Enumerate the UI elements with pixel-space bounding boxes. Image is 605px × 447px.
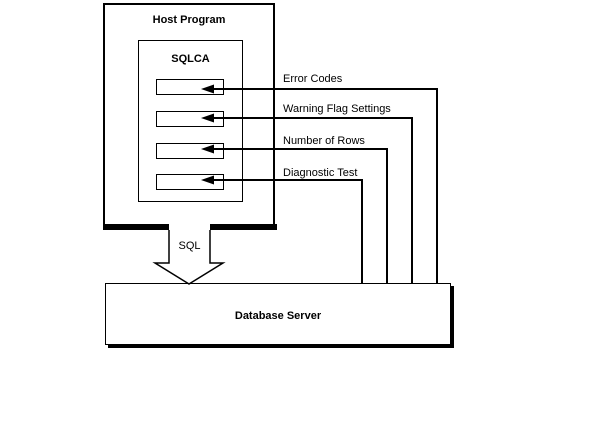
database-server-box xyxy=(105,283,451,345)
connector-label-diagnostic-test: Diagnostic Test xyxy=(283,167,358,179)
host-box-bottom-edge-left xyxy=(103,224,169,230)
sqlca-slot-error-codes xyxy=(156,79,224,95)
sqlca-slot-diagnostic-test xyxy=(156,174,224,190)
host-box-bottom-edge-right xyxy=(210,224,277,230)
connector-label-error-codes: Error Codes xyxy=(283,73,343,85)
connector-label-number-of-rows: Number of Rows xyxy=(283,135,365,147)
host-program-title: Host Program xyxy=(152,14,226,26)
database-server-title: Database Server xyxy=(234,310,322,322)
sql-block-arrow-icon xyxy=(152,230,226,285)
sqlca-title: SQLCA xyxy=(171,53,210,65)
sqlca-slot-number-of-rows xyxy=(156,143,224,159)
sql-arrow-label: SQL xyxy=(178,240,201,252)
sqlca-slot-warning-flags xyxy=(156,111,224,127)
connector-label-warning-flag-settings: Warning Flag Settings xyxy=(283,103,391,115)
